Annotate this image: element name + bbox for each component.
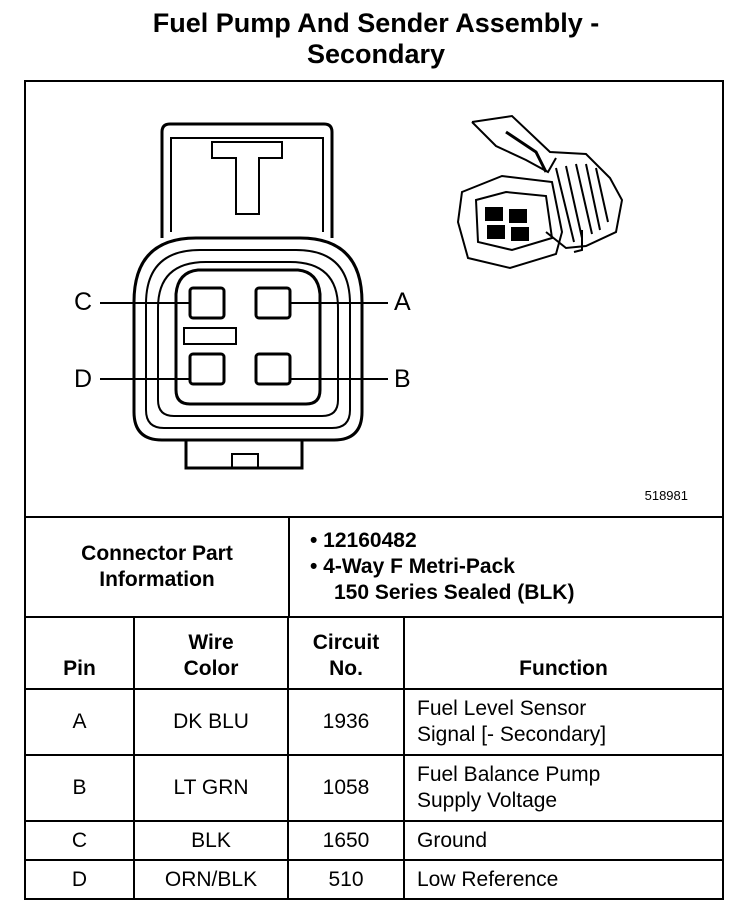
pin-cell: D	[26, 859, 135, 898]
connector-info-label-line-1: Connector Part	[81, 542, 233, 565]
function-line-2: Signal [- Secondary]	[417, 723, 607, 746]
circuit-cell: 1650	[287, 820, 405, 861]
pin-cell: C	[26, 820, 135, 861]
pin-cell: B	[26, 754, 135, 822]
circuit-cell: 510	[287, 859, 405, 898]
title-line-2: Secondary	[306, 39, 446, 69]
connector-info-values: • 12160482 • 4-Way F Metri-Pack 150 Seri…	[288, 516, 722, 618]
function-line-1: Fuel Level Sensor	[417, 697, 587, 720]
diagram-title: Fuel Pump And Sender Assembly - Secondar…	[0, 8, 752, 70]
table-row: D ORN/BLK 510 Low Reference	[26, 859, 722, 898]
pin-label-a: A	[394, 288, 411, 316]
header-wire-color-line-1: Wire	[188, 631, 234, 654]
connector-description-line-1: • 4-Way F Metri-Pack	[310, 555, 515, 578]
function-line-1: Fuel Balance Pump	[417, 763, 601, 786]
diagram-frame: C A D B 518981 Connector Part Informatio…	[24, 80, 724, 900]
circuit-cell: 1936	[287, 688, 405, 756]
function-cell: Fuel Level Sensor Signal [- Secondary]	[403, 688, 722, 756]
header-wire-color-line-2: Color	[183, 657, 239, 680]
wire-color-cell: LT GRN	[133, 754, 289, 822]
title-line-1: Fuel Pump And Sender Assembly -	[152, 8, 600, 38]
table-row: B LT GRN 1058 Fuel Balance Pump Supply V…	[26, 754, 722, 822]
header-circuit: Circuit No.	[287, 616, 405, 690]
function-cell: Fuel Balance Pump Supply Voltage	[403, 754, 722, 822]
connector-face-drawing	[100, 114, 624, 470]
figure-id: 518981	[644, 488, 688, 503]
connector-info-label-line-2: Information	[99, 568, 215, 591]
pin-cell: A	[26, 688, 135, 756]
connector-info-table: Connector Part Information • 12160482 • …	[26, 516, 722, 618]
connector-info-label: Connector Part Information	[26, 516, 290, 618]
pin-label-b: B	[394, 365, 411, 393]
table-row: C BLK 1650 Ground	[26, 820, 722, 861]
header-circuit-line-2: No.	[329, 657, 363, 680]
function-line-2: Supply Voltage	[417, 789, 558, 812]
header-function: Function	[403, 616, 722, 690]
pin-label-d: D	[74, 365, 93, 393]
wire-color-cell: DK BLU	[133, 688, 289, 756]
part-number: • 12160482	[310, 529, 417, 552]
function-cell: Low Reference	[403, 859, 722, 898]
header-pin: Pin	[26, 616, 135, 690]
function-cell: Ground	[403, 820, 722, 861]
circuit-cell: 1058	[287, 754, 405, 822]
wire-color-cell: BLK	[133, 820, 289, 861]
connector-description-line-2: 150 Series Sealed (BLK)	[334, 581, 575, 604]
connector-iso-view	[456, 114, 624, 270]
pin-table-header: Pin Wire Color Circuit No. Function	[26, 616, 722, 690]
connector-figure: C A D B 518981	[26, 82, 722, 516]
header-wire-color: Wire Color	[133, 616, 289, 690]
wire-color-cell: ORN/BLK	[133, 859, 289, 898]
pin-label-c: C	[74, 288, 93, 316]
pin-table: Pin Wire Color Circuit No. Function A DK…	[26, 616, 722, 898]
table-row: A DK BLU 1936 Fuel Level Sensor Signal […	[26, 688, 722, 756]
header-circuit-line-1: Circuit	[312, 631, 380, 654]
